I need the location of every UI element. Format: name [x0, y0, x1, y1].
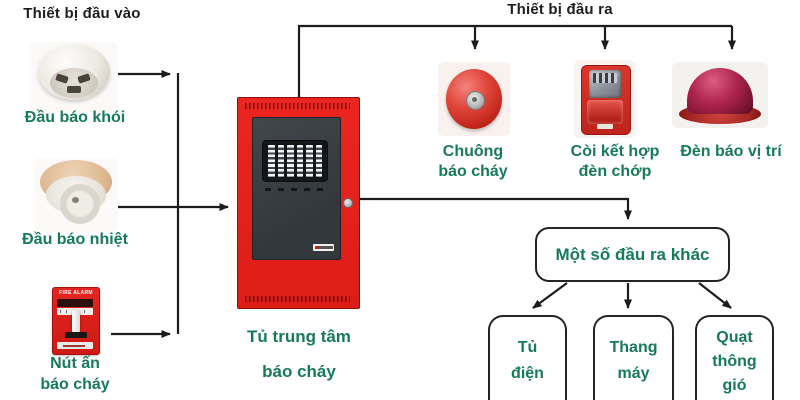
horn-label-chip — [597, 124, 613, 129]
bell-label-line2: báo cháy — [438, 163, 508, 180]
led-column — [296, 145, 303, 177]
other-outputs-box-label: Một số đầu ra khác — [555, 244, 710, 264]
smoke-detector-image — [30, 42, 118, 112]
horn-strobe-label: Còi kết hợp đèn chớp — [545, 142, 685, 182]
led-column — [287, 145, 294, 177]
smoke-detector-base — [50, 68, 98, 98]
horn-strobe-image — [574, 60, 636, 138]
panel-door — [252, 117, 341, 260]
bell-label-line1: Chuông — [442, 143, 504, 160]
smoke-detector-vent — [67, 86, 81, 93]
control-panel-label: Tủ trung tâm báo cháy — [223, 319, 375, 389]
call-point-window — [57, 299, 93, 307]
panel-keyhole — [343, 198, 353, 208]
call-point-handle — [72, 310, 80, 332]
horn-strobe-lens — [587, 100, 623, 124]
heat-detector-sensor — [72, 197, 79, 203]
led-column — [306, 145, 313, 177]
input-section-header: Thiết bị đầu vào — [23, 5, 141, 22]
box-quat-line2: thông — [712, 353, 757, 370]
manual-call-point-label: Nút ấn báo cháy — [14, 353, 136, 395]
panel-brand-chip — [313, 244, 334, 251]
wire-to-tu-dien — [532, 282, 568, 309]
panel-led-display — [262, 140, 328, 182]
wire-panel-to-other-outputs — [358, 197, 632, 220]
box-quat-thong-gio: Quạt thông gió — [695, 315, 774, 400]
horn-label-line2: đèn chớp — [578, 163, 652, 180]
smoke-detector-label: Đầu báo khói — [24, 109, 126, 126]
horn-grill — [593, 73, 617, 83]
control-panel-image — [237, 97, 360, 309]
manual-call-point-image: FIRE ALARM — [52, 287, 100, 355]
box-quat-line3: gió — [722, 377, 747, 394]
box-tu-dien: Tủ điện — [488, 315, 567, 400]
panel-button-row — [265, 188, 325, 191]
box-thang-may-line1: Thang — [609, 339, 658, 356]
horn-label-line1: Còi kết hợp — [570, 143, 660, 160]
panel-vent-top — [245, 103, 350, 109]
panel-label-line1: Tủ trung tâm — [247, 327, 351, 346]
other-outputs-box: Một số đầu ra khác — [535, 227, 730, 282]
heat-detector-image — [34, 158, 118, 232]
led-column — [277, 145, 284, 177]
output-section-header: Thiết bị đầu ra — [507, 1, 613, 18]
call-point-label-line2: báo cháy — [40, 376, 110, 393]
indicator-light-image — [672, 62, 768, 128]
led-column — [268, 145, 275, 177]
heat-detector-label: Đầu báo nhiệt — [22, 231, 128, 248]
box-tu-dien-line2: điện — [511, 365, 544, 382]
panel-vent-bottom — [245, 296, 350, 302]
box-quat-line1: Quạt — [716, 329, 753, 346]
bell-hub-bolt — [472, 97, 477, 102]
led-column — [315, 145, 322, 177]
call-point-pedestal — [65, 332, 87, 338]
heat-detector-ring — [60, 184, 100, 224]
box-thang-may-line2: máy — [617, 365, 650, 382]
indicator-light-dome — [687, 68, 753, 114]
panel-label-line2: báo cháy — [262, 362, 336, 381]
wire-panel-to-output-bus — [297, 24, 732, 97]
box-thang-may: Thang máy — [593, 315, 674, 400]
fire-bell-label: Chuông báo cháy — [428, 142, 518, 182]
fire-bell-image — [438, 62, 510, 136]
call-point-label-line1: Nút ấn — [50, 355, 100, 372]
wire-to-quat — [698, 282, 732, 309]
fire-alarm-text: FIRE ALARM — [59, 290, 93, 296]
indicator-light-label: Đèn báo vị trí — [680, 143, 782, 160]
call-point-label-strip — [57, 342, 93, 349]
box-tu-dien-line1: Tủ — [517, 339, 538, 356]
